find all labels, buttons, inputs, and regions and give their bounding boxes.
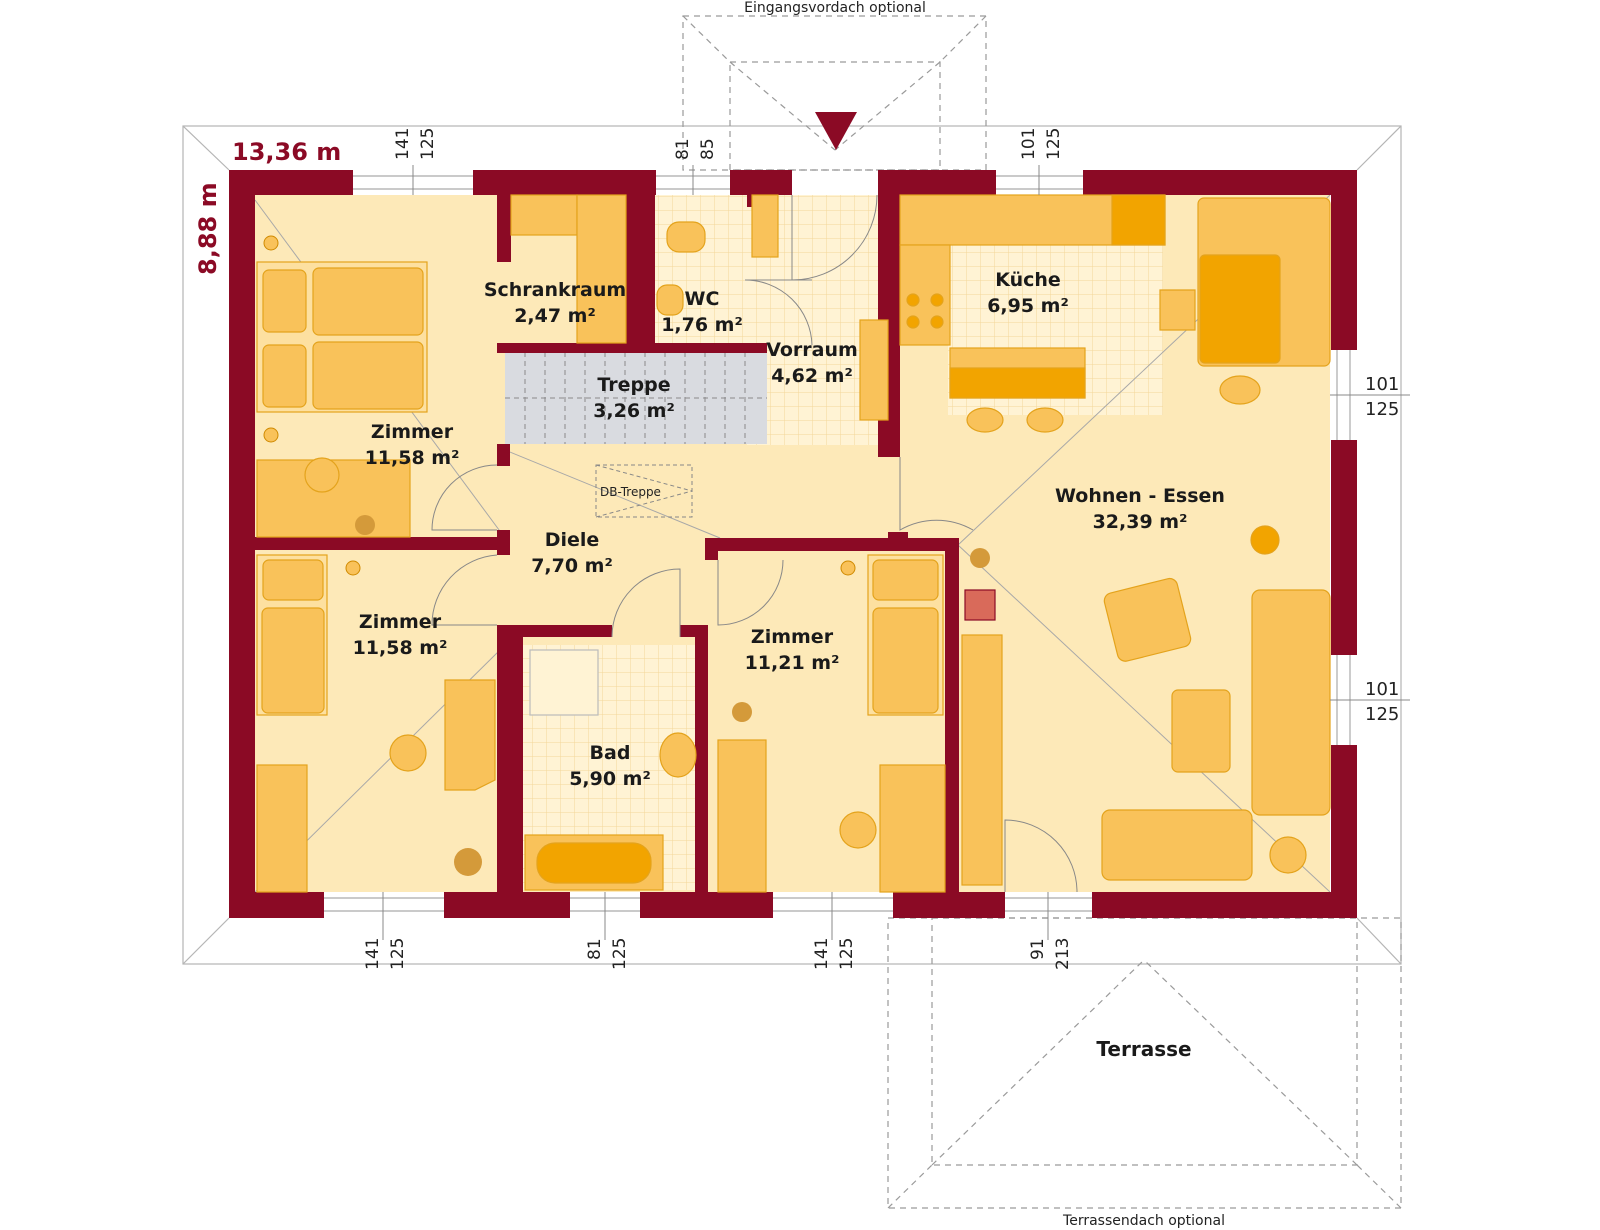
dim-right-0-a: 101	[1365, 374, 1399, 395]
attic-stair-note: DB-Treppe	[600, 485, 661, 499]
dim-right-1-a: 101	[1365, 679, 1399, 700]
stair-treads	[505, 352, 767, 444]
dim-top-1-b: 85	[698, 138, 718, 160]
overall-depth: 8,88 m	[194, 182, 222, 275]
room-area-10: 5,90 m²	[569, 768, 651, 790]
plant-icons	[355, 515, 990, 876]
room-name-10: Bad	[590, 742, 631, 764]
dim-bottom-0-a: 141	[363, 938, 383, 970]
dim-right-0-b: 125	[1365, 399, 1399, 420]
top-dimensions: 141 125 81 85 101 125	[393, 128, 1064, 160]
walls	[229, 170, 1357, 918]
room-name-2: Vorraum	[766, 339, 858, 361]
room-area-2: 4,62 m²	[771, 365, 853, 387]
dim-right-1-b: 125	[1365, 704, 1399, 725]
terrace-roof-note: Terrassendach optional	[1062, 1213, 1225, 1229]
overall-width: 13,36 m	[232, 138, 341, 166]
entrance-arrow-icon	[815, 112, 857, 150]
right-dimensions: 101 125 101 125	[1365, 374, 1399, 725]
dim-bottom-1-b: 125	[610, 938, 630, 970]
attic-stair	[595, 464, 693, 518]
room-name-7: Diele	[545, 529, 600, 551]
room-name-3: Küche	[995, 269, 1061, 291]
dimension-lines	[382, 165, 1410, 940]
dim-bottom-2-b: 125	[837, 938, 857, 970]
roof-outline	[182, 125, 1402, 965]
dim-top-0-a: 141	[393, 128, 413, 160]
entry-roof-outline	[682, 15, 987, 171]
room-name-6: Wohnen - Essen	[1055, 485, 1225, 507]
room-area-0: 2,47 m²	[514, 305, 596, 327]
room-area-1: 1,76 m²	[661, 314, 743, 336]
furniture	[256, 194, 1331, 893]
dim-bottom-0-b: 125	[388, 938, 408, 970]
room-area-7: 7,70 m²	[531, 555, 613, 577]
room-area-6: 32,39 m²	[1093, 511, 1188, 533]
dim-bottom-2-a: 141	[812, 938, 832, 970]
room-name-9: Zimmer	[751, 626, 834, 648]
dim-top-1-a: 81	[673, 138, 693, 160]
entry-roof-note: Eingangsvordach optional	[744, 0, 926, 16]
room-area-8: 11,58 m²	[353, 637, 448, 659]
room-name-0: Schrankraum	[484, 279, 626, 301]
room-area-5: 11,58 m²	[365, 447, 460, 469]
room-name-8: Zimmer	[359, 611, 442, 633]
door-swings	[431, 194, 1078, 893]
room-name-1: WC	[685, 288, 720, 310]
dim-bottom-3-a: 91	[1028, 938, 1048, 960]
dim-top-0-b: 125	[418, 128, 438, 160]
room-area-3: 6,95 m²	[987, 295, 1069, 317]
room-name-5: Zimmer	[371, 421, 454, 443]
room-area-4: 3,26 m²	[593, 400, 675, 422]
room-name-4: Treppe	[597, 374, 670, 396]
room-area-9: 11,21 m²	[745, 652, 840, 674]
dim-bottom-3-b: 213	[1053, 938, 1073, 970]
dim-bottom-1-a: 81	[585, 938, 605, 960]
lamp-icons	[263, 235, 856, 576]
room-labels: Schrankraum 2,47 m² WC 1,76 m² Vorraum 4…	[353, 269, 1225, 1061]
terrace-roof-outline	[887, 917, 1402, 1209]
bottom-dimensions: 141 125 81 125 141 125 91 213	[363, 938, 1073, 970]
terrace-label: Terrasse	[1096, 1037, 1191, 1061]
dim-top-2-b: 125	[1044, 128, 1064, 160]
dim-top-2-a: 101	[1019, 128, 1039, 160]
